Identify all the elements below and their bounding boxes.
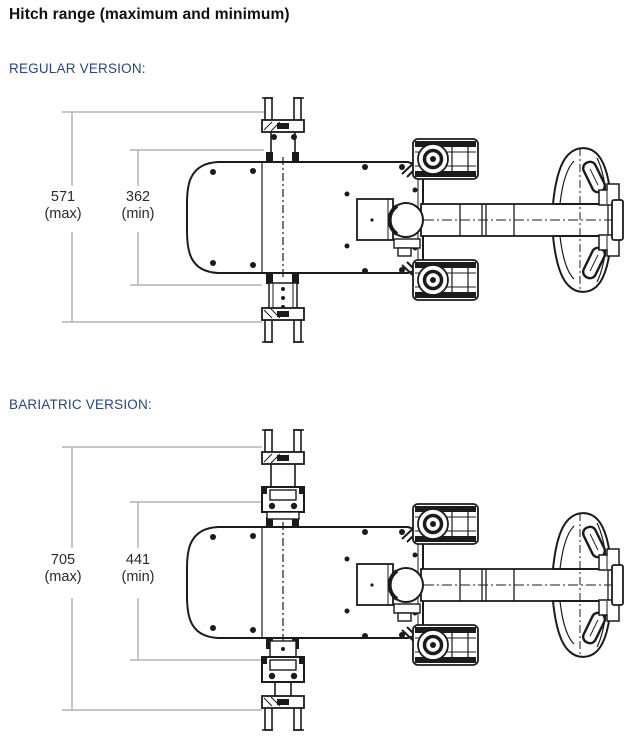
section-heading-bariatric: BARIATRIC VERSION: [9,397,152,412]
dimension-label-bariatric-max: 705 (max) [31,552,95,586]
dimension-qualifier: (max) [44,206,82,222]
hitch-bariatric [261,429,305,731]
dimension-label-bariatric-min: 441 (min) [106,552,170,586]
dimension-qualifier: (min) [121,206,155,222]
dimension-lines-bariatric [62,446,262,711]
hitch-regular [261,97,305,343]
dimension-value: 362 [125,189,151,205]
dimension-lines-regular [62,111,266,323]
bariatric-version-diagram [62,429,623,731]
dimension-label-regular-max: 571 (max) [31,189,95,223]
dimension-qualifier: (min) [121,569,155,585]
section-heading-regular: REGULAR VERSION: [9,61,146,76]
dimension-qualifier: (max) [44,569,82,585]
page-title: Hitch range (maximum and minimum) [9,6,290,23]
dimension-value: 705 [50,552,76,568]
dimension-label-regular-min: 362 (min) [106,189,170,223]
dimension-value: 571 [50,189,76,205]
regular-version-diagram [62,97,623,343]
dimension-value: 441 [125,552,151,568]
